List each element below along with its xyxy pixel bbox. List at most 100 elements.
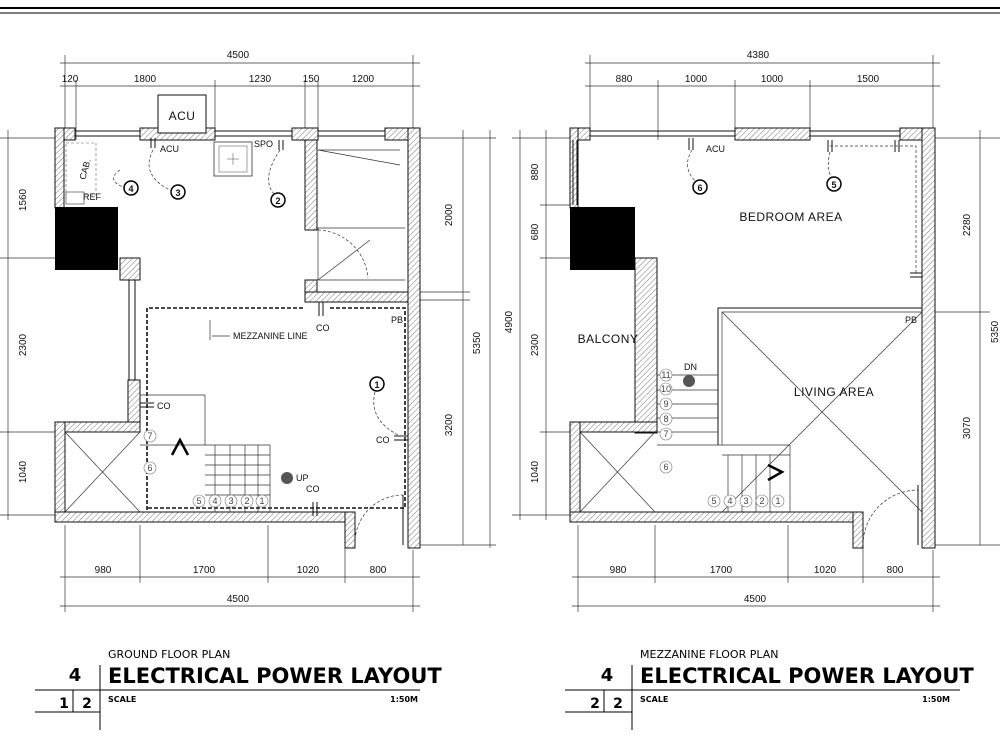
- dim-right-total: 5350: [472, 331, 483, 354]
- mezz-dim-top-2: 1000: [685, 74, 708, 85]
- mezz-dim-right-total: 5350: [990, 320, 1000, 343]
- mezz-step-5: 5: [711, 496, 716, 506]
- circuit-1: 1: [374, 380, 379, 390]
- circuit-2: 2: [275, 196, 280, 206]
- ground-top-dimensions: 4500 120 1800 1230 150 1200: [60, 50, 420, 140]
- dim-bottom-1: 980: [95, 565, 112, 576]
- dim-left-2: 2300: [18, 333, 29, 356]
- ground-scale-label: SCALE: [108, 695, 136, 704]
- dn-marker: [683, 375, 695, 387]
- acu-box-label: ACU: [169, 109, 196, 123]
- ground-sheet-a: 1: [59, 696, 69, 712]
- mezz-step-circle: [659, 427, 673, 441]
- mezz-dim-left-total: 4900: [504, 310, 515, 333]
- mezz-dim-top-total: 4380: [747, 50, 770, 61]
- mezz-left-dimensions: 4900 880 680 2300 1040: [504, 130, 575, 520]
- mezz-step-1: 1: [775, 496, 780, 506]
- sheet-border: [0, 7, 1000, 14]
- mezz-top-dimensions: 4380 880 1000 1000 1500: [585, 50, 940, 140]
- dim-right-1: 2000: [444, 203, 455, 226]
- mezz-dim-bottom-3: 1020: [814, 565, 837, 576]
- co-label-3: CO: [376, 435, 390, 445]
- ref-label: REF: [83, 192, 102, 202]
- dim-bottom-total: 4500: [227, 594, 250, 605]
- mezz-step-circle: [723, 494, 737, 508]
- mezz-dim-left-4: 1040: [530, 460, 541, 483]
- circuit-3: 3: [175, 188, 180, 198]
- mezz-dim-bottom-2: 1700: [710, 565, 733, 576]
- mezz-title-big: ELECTRICAL POWER LAYOUT: [640, 664, 974, 688]
- mezz-step-3: 3: [743, 496, 748, 506]
- ground-walls: [54, 127, 421, 549]
- mezz-drawing-no: 4: [601, 665, 614, 686]
- mezz-title-block: MEZZANINE FLOOR PLAN ELECTRICAL POWER LA…: [565, 648, 974, 730]
- mezz-room-labels: BEDROOM AREA BALCONY LIVING AREA: [578, 210, 874, 399]
- step-7: 7: [147, 431, 152, 441]
- dim-top-2: 1800: [134, 74, 157, 85]
- mezz-walls: [569, 127, 936, 549]
- co-label-2: CO: [157, 401, 171, 411]
- ground-title-block: GROUND FLOOR PLAN ELECTRICAL POWER LAYOU…: [35, 648, 442, 730]
- step-1: 1: [259, 496, 264, 506]
- up-marker: [281, 472, 293, 484]
- mezz-dim-right-1: 2280: [962, 213, 973, 236]
- mezz-step-circle: [755, 494, 769, 508]
- mezzanine-floor-plan: 4380 880 1000 1000 1500 4900 880 680 230…: [504, 50, 1000, 730]
- up-label: UP: [296, 473, 309, 483]
- acu-unit: [157, 94, 207, 134]
- mezz-dim-bottom-4: 800: [887, 565, 904, 576]
- ground-sheet-b: 2: [82, 696, 92, 712]
- room-balcony: BALCONY: [578, 332, 639, 346]
- mezz-dim-bottom-total: 4500: [744, 594, 767, 605]
- ground-bottom-dimensions: 980 1700 1020 800 4500: [60, 525, 420, 612]
- column-block: [55, 207, 118, 270]
- ground-left-dimensions: 1560 2300 1040: [0, 130, 60, 520]
- mezz-dim-left-1: 880: [530, 163, 541, 180]
- ground-mezzanine-line: MEZZANINE LINE: [146, 307, 406, 510]
- pb-label: PB: [391, 315, 403, 325]
- ground-drawing-no: 4: [69, 665, 82, 686]
- dim-left-3: 1040: [18, 460, 29, 483]
- mezz-step-circle: [659, 382, 673, 396]
- mezz-step-6: 6: [663, 462, 668, 472]
- mezz-right-dimensions: 2280 3070 5350: [935, 130, 1000, 546]
- step-4: 4: [212, 496, 217, 506]
- step-5: 5: [196, 496, 201, 506]
- mezz-step-circle: [659, 460, 673, 474]
- mezz-step-circle: [739, 494, 753, 508]
- mezz-void: [579, 307, 923, 548]
- mezz-stairs: DN: [657, 362, 791, 512]
- mezz-dim-bottom-1: 980: [610, 565, 627, 576]
- dim-right-2: 3200: [444, 413, 455, 436]
- mezzanine-line-label: MEZZANINE LINE: [233, 331, 308, 341]
- mezz-dim-top-4: 1500: [857, 74, 880, 85]
- room-living: LIVING AREA: [794, 385, 874, 399]
- dim-top-1: 120: [62, 74, 79, 85]
- mezz-sheet-b: 2: [613, 696, 623, 712]
- ground-scale-value: 1:50M: [390, 695, 418, 704]
- mezz-scale-label: SCALE: [640, 695, 668, 704]
- mezz-scale-value: 1:50M: [922, 695, 950, 704]
- step-6: 6: [147, 463, 152, 473]
- co-label-1: CO: [316, 323, 330, 333]
- mezz-circuit-6: 6: [697, 183, 702, 193]
- mezz-dim-top-1: 880: [616, 74, 633, 85]
- mezz-dim-left-3: 2300: [530, 333, 541, 356]
- mezz-step-circle: [659, 412, 673, 426]
- dim-bottom-3: 1020: [297, 565, 320, 576]
- mezz-step-circle: [659, 368, 673, 382]
- ground-title-small: GROUND FLOOR PLAN: [108, 648, 230, 661]
- mezz-step-10: 10: [661, 384, 671, 394]
- co-label-4: CO: [306, 484, 320, 494]
- ground-electrical: ACU SPO CO CO CO CO PB 3: [113, 138, 408, 516]
- dim-top-5: 1200: [352, 74, 375, 85]
- mezz-acu-label: ACU: [706, 144, 725, 154]
- ground-stairs: UP 5 4 3 2 1 6 7: [140, 394, 309, 512]
- mezz-title-small: MEZZANINE FLOOR PLAN: [640, 648, 778, 661]
- spo-label: SPO: [254, 139, 273, 149]
- mezz-sheet-a: 2: [590, 696, 600, 712]
- acu-label: ACU: [160, 144, 179, 154]
- cab-label: CAB.: [78, 158, 93, 181]
- step-2: 2: [244, 496, 249, 506]
